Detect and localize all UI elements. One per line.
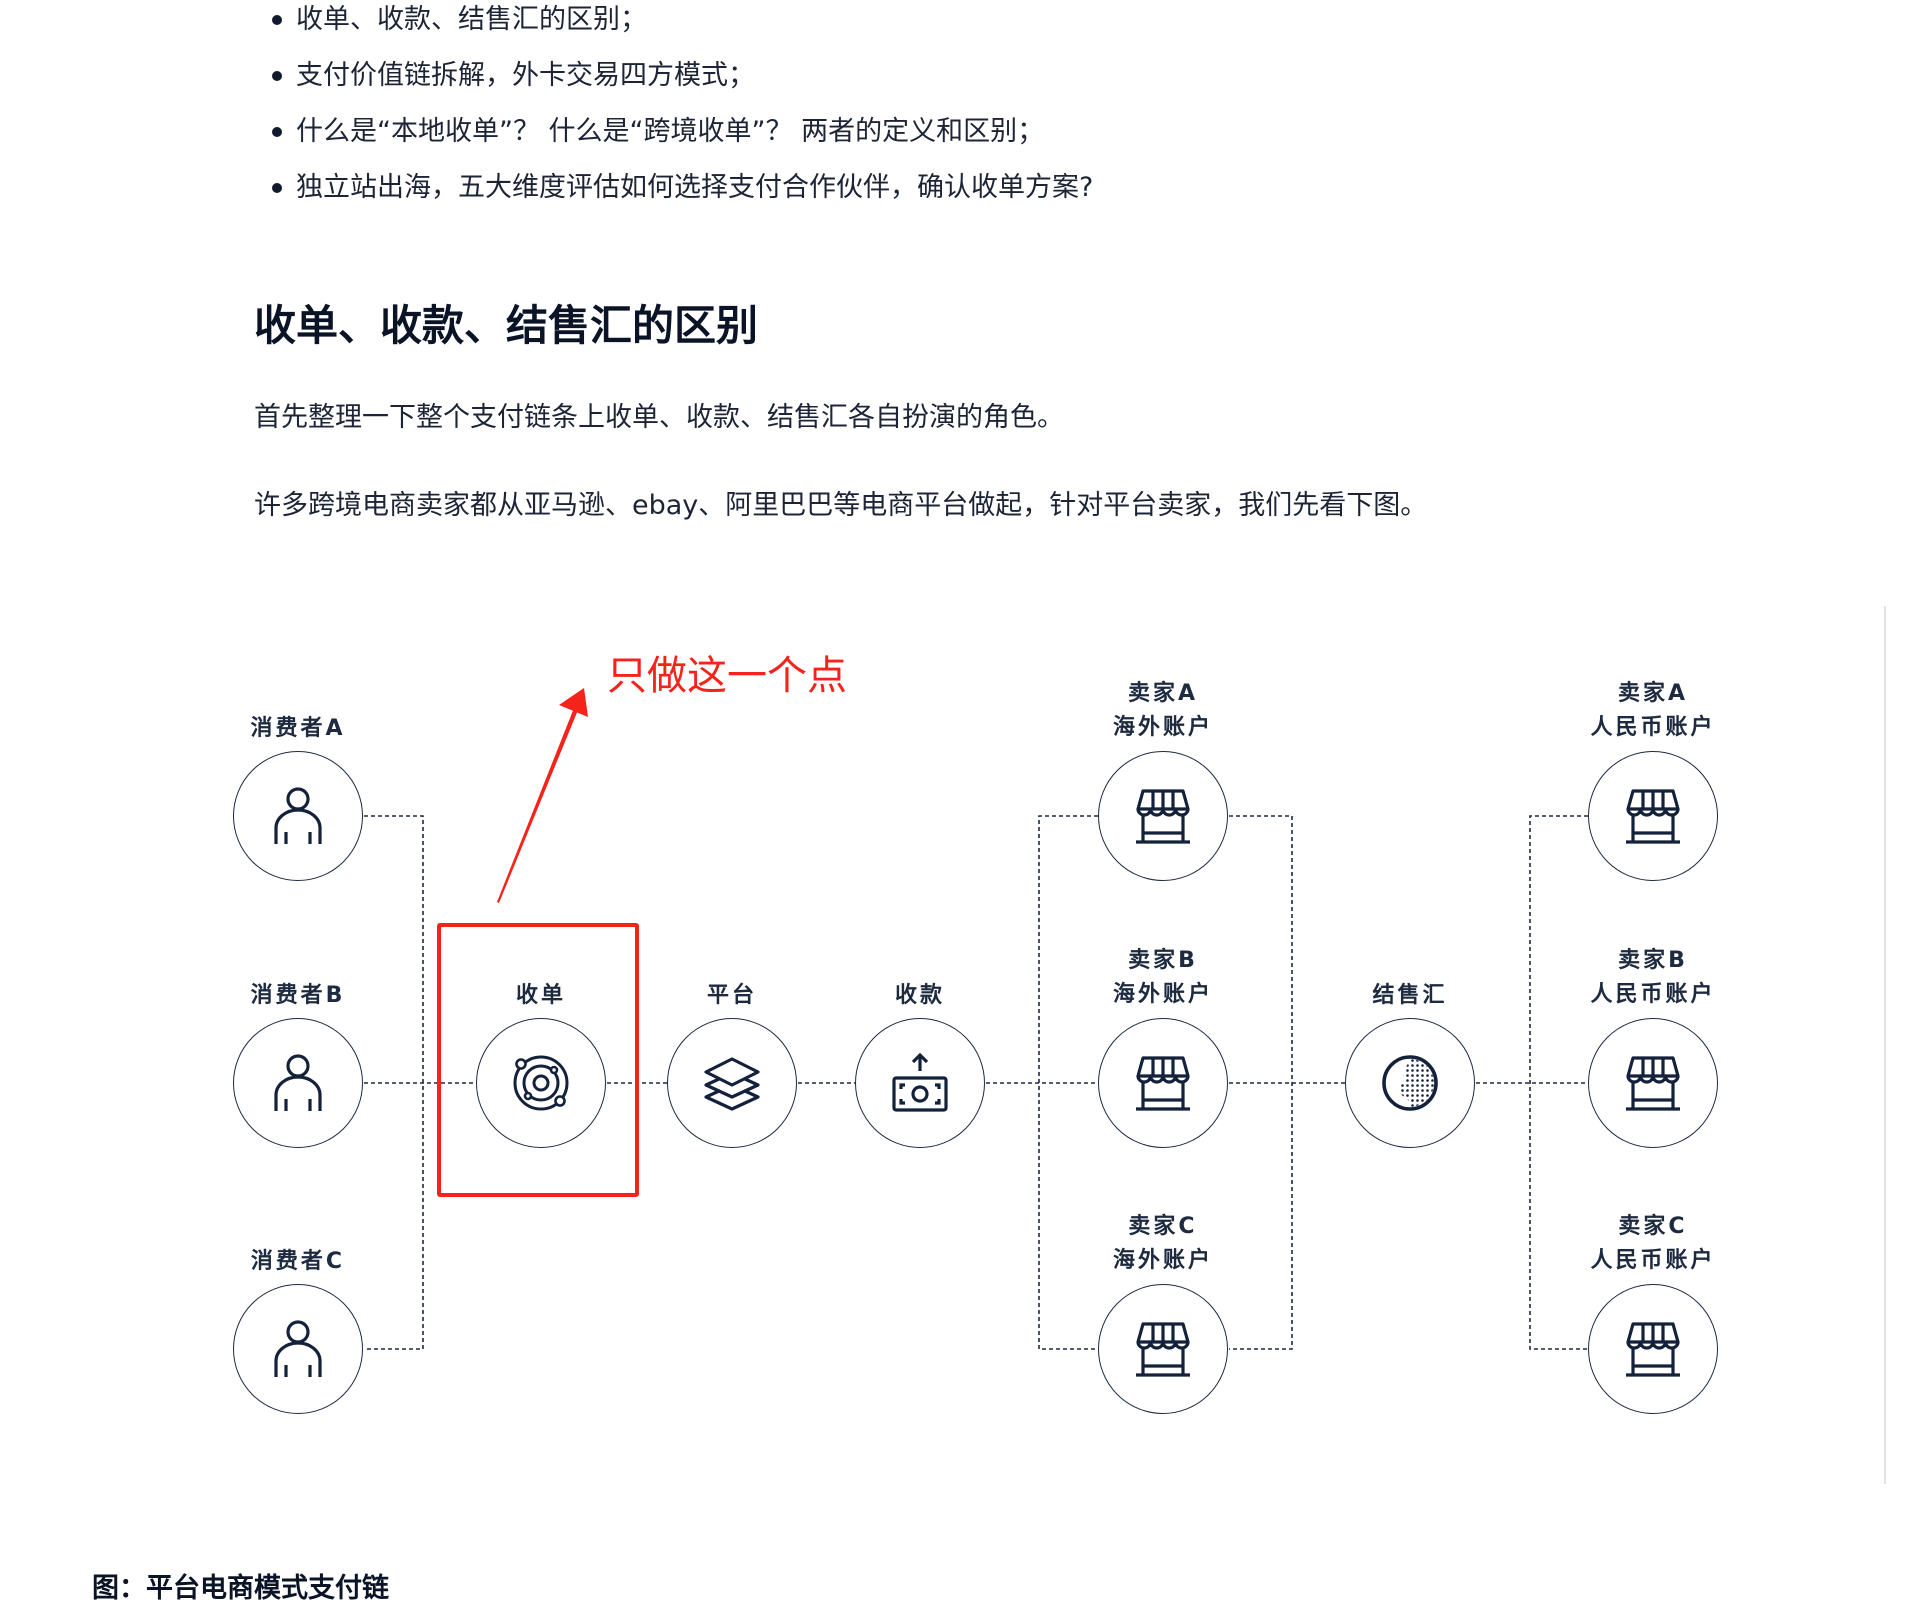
- bullet-dot-icon: [272, 183, 282, 193]
- list-item-text: 支付价值链拆解，外卡交易四方模式；: [296, 60, 755, 91]
- seller-b-overseas-label: 卖家B 海外账户: [1112, 948, 1213, 1007]
- annotation-arrow-icon: [497, 688, 588, 903]
- storefront-icon: [1136, 789, 1190, 844]
- orbit-icon: [513, 1055, 569, 1111]
- annotation-label: 只做这一个点: [607, 653, 847, 699]
- acquiring-node: [476, 1018, 606, 1148]
- person-icon: [274, 1320, 322, 1377]
- highlight-box: [437, 923, 639, 1197]
- seller-a-rmb-node: [1588, 751, 1718, 881]
- seller-c-overseas-label: 卖家C 海外账户: [1112, 1214, 1213, 1273]
- money-upload-icon: [892, 1053, 948, 1112]
- seller-c-rmb-node: [1588, 1284, 1718, 1414]
- figure-caption: 图：平台电商模式支付链: [92, 1573, 389, 1604]
- bullet-dot-icon: [272, 15, 282, 25]
- storefront-icon: [1626, 1056, 1680, 1111]
- seller-b-overseas-node: [1098, 1018, 1228, 1148]
- storefront-icon: [1626, 789, 1680, 844]
- seller-a-overseas-node: [1098, 751, 1228, 881]
- consumer-a-node: [233, 751, 363, 881]
- seller-b-rmb-node: [1588, 1018, 1718, 1148]
- consumer-a-label: 消费者A: [250, 716, 346, 741]
- seller-b-rmb-label: 卖家B 人民币账户: [1590, 948, 1716, 1007]
- consumer-c-label: 消费者C: [250, 1249, 346, 1274]
- acquiring-label: 收单: [515, 983, 566, 1008]
- bullet-dot-icon: [272, 127, 282, 137]
- consumer-c-node: [233, 1284, 363, 1414]
- section-heading: 收单、收款、结售汇的区别: [254, 301, 759, 350]
- person-icon: [274, 787, 322, 844]
- storefront-icon: [1136, 1056, 1190, 1111]
- fx-settlement-label: 结售汇: [1372, 983, 1448, 1008]
- platform-node: [667, 1018, 797, 1148]
- paragraph: 首先整理一下整个支付链条上收单、收款、结售汇各自扮演的角色。: [254, 402, 1064, 433]
- consumer-b-label: 消费者B: [250, 983, 346, 1008]
- consumer-b-node: [233, 1018, 363, 1148]
- scrollbar-track[interactable]: [1884, 606, 1886, 1484]
- layers-icon: [704, 1057, 760, 1111]
- storefront-icon: [1626, 1322, 1680, 1377]
- fx-settlement-node: [1345, 1018, 1475, 1148]
- list-item-text: 收单、收款、结售汇的区别；: [296, 4, 647, 35]
- bullet-dot-icon: [272, 71, 282, 81]
- storefront-icon: [1136, 1322, 1190, 1377]
- collection-node: [855, 1018, 985, 1148]
- collection-label: 收款: [894, 983, 945, 1008]
- list-item-text: 独立站出海，五大维度评估如何选择支付合作伙伴，确认收单方案?: [296, 172, 1094, 203]
- seller-a-rmb-label: 卖家A 人民币账户: [1590, 681, 1716, 740]
- seller-c-overseas-node: [1098, 1284, 1228, 1414]
- platform-label: 平台: [706, 983, 757, 1008]
- paragraph: 许多跨境电商卖家都从亚马逊、ebay、阿里巴巴等电商平台做起，针对平台卖家，我们…: [254, 490, 1428, 521]
- person-icon: [274, 1054, 322, 1111]
- list-item-text: 什么是“本地收单”？ 什么是“跨境收单”？ 两者的定义和区别；: [296, 116, 1045, 147]
- seller-a-overseas-label: 卖家A 海外账户: [1112, 681, 1213, 740]
- seller-c-rmb-label: 卖家C 人民币账户: [1590, 1214, 1716, 1273]
- dotted-sphere-icon: [1382, 1055, 1438, 1111]
